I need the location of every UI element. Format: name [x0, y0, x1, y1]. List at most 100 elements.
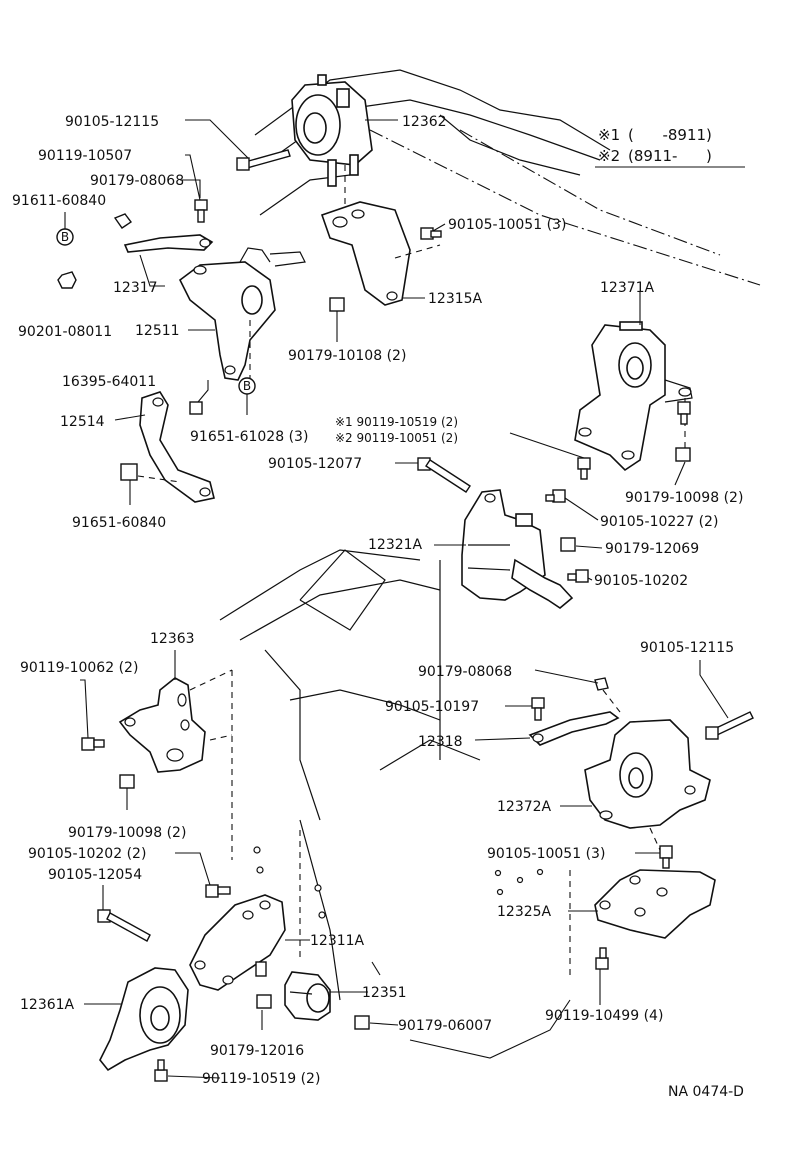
bolt-90105-12077 — [417, 457, 471, 493]
nut-91651-60840 — [120, 463, 181, 483]
legend-row1-range: ( -8911) — [628, 126, 712, 144]
bracket-12311A — [189, 846, 326, 991]
label-12318: 12318 — [418, 734, 463, 750]
legend: ※1 ( -8911) ※2 (8911- ) — [595, 126, 745, 168]
label-12325A: 12325A — [497, 904, 552, 920]
stud-center — [255, 961, 267, 977]
bolt-marker-b-left: B — [61, 230, 69, 244]
clip-16395-64011 — [189, 401, 203, 415]
plug-90201-08011 — [57, 271, 77, 289]
part-labels: 90105-12115 12362 90119-10507 90179-0806… — [12, 114, 744, 1100]
label-91651-60840: 91651-60840 — [72, 515, 166, 531]
connector-line-bottom — [409, 999, 571, 1059]
bolt-marker-b-lower: B — [243, 379, 251, 393]
bolt-90105-12115-top — [236, 149, 291, 171]
label-12311A: 12311A — [310, 933, 365, 949]
label-12317: 12317 — [113, 280, 158, 296]
figure-code: NA 0474-D — [668, 1084, 744, 1100]
label-12511: 12511 — [135, 323, 180, 339]
leader-lines — [64, 119, 729, 1079]
label-90105-12115-top: 90105-12115 — [65, 114, 159, 130]
label-12315A: 12315A — [428, 291, 483, 307]
label-90179-10098-2-left: 90179-10098 (2) — [68, 825, 186, 841]
bolt-90105-12054 — [97, 909, 151, 942]
mount-12362 — [291, 74, 373, 187]
label-91651-61028-3: 91651-61028 (3) — [190, 429, 308, 445]
label-note2: ※2 90119-10051 (2) — [335, 431, 458, 445]
label-90179-10108-2: 90179-10108 (2) — [288, 348, 406, 364]
label-90179-06007: 90179-06007 — [398, 1018, 492, 1034]
mount-12361A — [99, 967, 189, 1072]
label-90105-10227-2: 90105-10227 (2) — [600, 514, 718, 530]
bolt-90119-10507 — [194, 199, 208, 223]
label-90105-10051-3-bot: 90105-10051 (3) — [487, 846, 605, 862]
bolt-90105-12115-right — [705, 711, 754, 740]
label-12321A: 12321A — [368, 537, 423, 553]
rod-12317 — [123, 234, 214, 253]
bracket-12315A — [320, 165, 441, 306]
nut-90179-10108 — [329, 297, 345, 312]
mount-12371A — [574, 321, 693, 472]
label-91611-60840: 91611-60840 — [12, 193, 106, 209]
nut-90179-06007 — [354, 1015, 370, 1030]
label-90179-10098-2-right: 90179-10098 (2) — [625, 490, 743, 506]
label-90105-12077: 90105-12077 — [268, 456, 362, 472]
label-12514: 12514 — [60, 414, 105, 430]
bolt-note-item — [577, 457, 591, 480]
label-90179-08068-top: 90179-08068 — [90, 173, 184, 189]
mount-12363 — [118, 669, 233, 773]
legend-row2-mark: ※2 — [598, 147, 620, 165]
legend-row1-mark: ※1 — [598, 126, 620, 144]
label-90105-10202-2: 90105-10202 (2) — [28, 846, 146, 862]
label-90119-10499-4: 90119-10499 (4) — [545, 1008, 663, 1024]
label-12363: 12363 — [150, 631, 195, 647]
bolt-90119-10499 — [595, 947, 609, 970]
label-90179-08068-mid: 90179-08068 — [418, 664, 512, 680]
label-90119-10519-2: 90119-10519 (2) — [202, 1071, 320, 1087]
clip-90179-08068-mid — [594, 677, 621, 713]
bolt-90105-10202-center — [567, 569, 589, 583]
bolt-90105-10051-bot — [659, 845, 673, 869]
label-note1: ※1 90119-10519 (2) — [335, 415, 458, 429]
label-90119-10062-2: 90119-10062 (2) — [20, 660, 138, 676]
marker-b-lower: B — [238, 377, 256, 395]
label-90105-12115-right: 90105-12115 — [640, 640, 734, 656]
label-16395-64011: 16395-64011 — [62, 374, 156, 390]
rod-12318 — [528, 711, 620, 746]
label-90105-10202: 90105-10202 — [594, 573, 688, 589]
nut-90179-10098-right — [675, 447, 691, 462]
bracket-12325A — [494, 868, 716, 980]
bolt-right-vertical — [677, 401, 691, 425]
label-12372A: 12372A — [497, 799, 552, 815]
cushion-12351 — [284, 971, 331, 1021]
label-90179-12016: 90179-12016 — [210, 1043, 304, 1059]
nut-90179-12069 — [560, 537, 576, 552]
bracket-12321A — [461, 489, 574, 609]
label-12371A: 12371A — [600, 280, 655, 296]
label-12361A: 12361A — [20, 997, 75, 1013]
mount-12372A — [584, 719, 711, 851]
bolt-90105-10197 — [531, 697, 545, 721]
washer-91611-60840: B — [56, 228, 74, 246]
clip-90179-08068-top — [113, 213, 133, 229]
nut-90179-12016 — [256, 994, 272, 1009]
label-90105-10197: 90105-10197 — [385, 699, 479, 715]
bolt-90105-10227 — [545, 489, 566, 503]
bolt-90119-10519 — [154, 1059, 168, 1082]
label-12362: 12362 — [402, 114, 447, 130]
bolt-90119-10062 — [81, 737, 105, 751]
label-90105-12054: 90105-12054 — [48, 867, 142, 883]
bracket-12511 — [178, 247, 306, 381]
bracket-12514 — [139, 391, 215, 503]
bolt-90105-10202-lower — [205, 884, 231, 898]
nut-90179-10098-left — [119, 774, 135, 789]
bolt-90105-10051-top — [420, 227, 442, 240]
connector-line-mid — [371, 961, 381, 976]
label-12351: 12351 — [362, 985, 407, 1001]
legend-row2-range: (8911- ) — [628, 147, 712, 165]
label-90201-08011: 90201-08011 — [18, 324, 112, 340]
label-90105-10051-3-top: 90105-10051 (3) — [448, 217, 566, 233]
label-90179-12069: 90179-12069 — [605, 541, 699, 557]
label-90119-10507: 90119-10507 — [38, 148, 132, 164]
